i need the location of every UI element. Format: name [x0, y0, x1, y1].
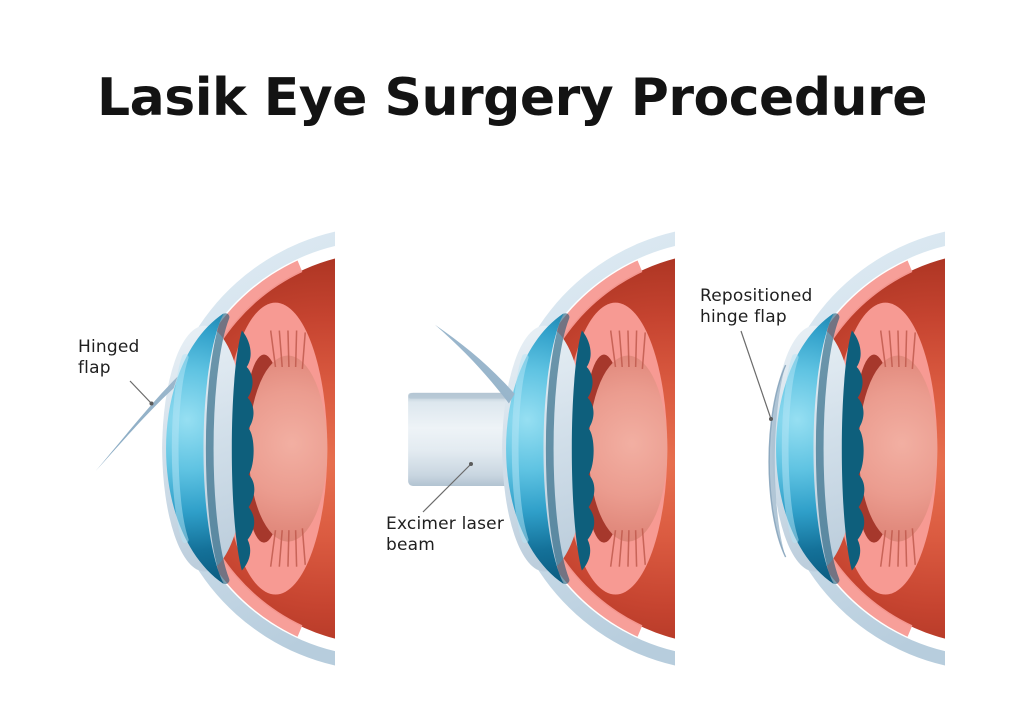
label-line: Excimer laser — [386, 514, 505, 534]
eye-stage-1-illustration — [95, 232, 335, 666]
leader-dot-repositioned-flap — [769, 417, 773, 421]
page-title: Lasik Eye Surgery Procedure — [97, 68, 927, 128]
leader-line-excimer-laser — [422, 463, 472, 513]
label-line: flap — [78, 358, 111, 378]
label-line: Repositioned — [700, 286, 813, 306]
eye-stage-2-illustration — [408, 232, 675, 666]
repositioned-flap-seam — [768, 364, 787, 558]
label-line: hinge flap — [700, 307, 787, 327]
hinged-flap-shape — [95, 376, 178, 471]
excimer-laser-beam-shape — [408, 392, 520, 487]
label-repositioned-hinge-flap: Repositioned hinge flap — [700, 286, 813, 328]
leader-dot-excimer-laser — [469, 462, 473, 466]
label-line: Hinged — [78, 337, 140, 357]
leader-dot-hinged-flap — [149, 401, 154, 406]
leader-line-hinged-flap — [129, 380, 152, 404]
label-hinged-flap: Hinged flap — [78, 337, 140, 379]
lifted-flap-shape — [435, 324, 515, 404]
label-excimer-laser-beam: Excimer laser beam — [386, 514, 504, 556]
leader-line-repositioned-flap — [740, 330, 772, 420]
label-line: beam — [386, 535, 436, 555]
eye-stage-3-illustration — [769, 232, 945, 666]
